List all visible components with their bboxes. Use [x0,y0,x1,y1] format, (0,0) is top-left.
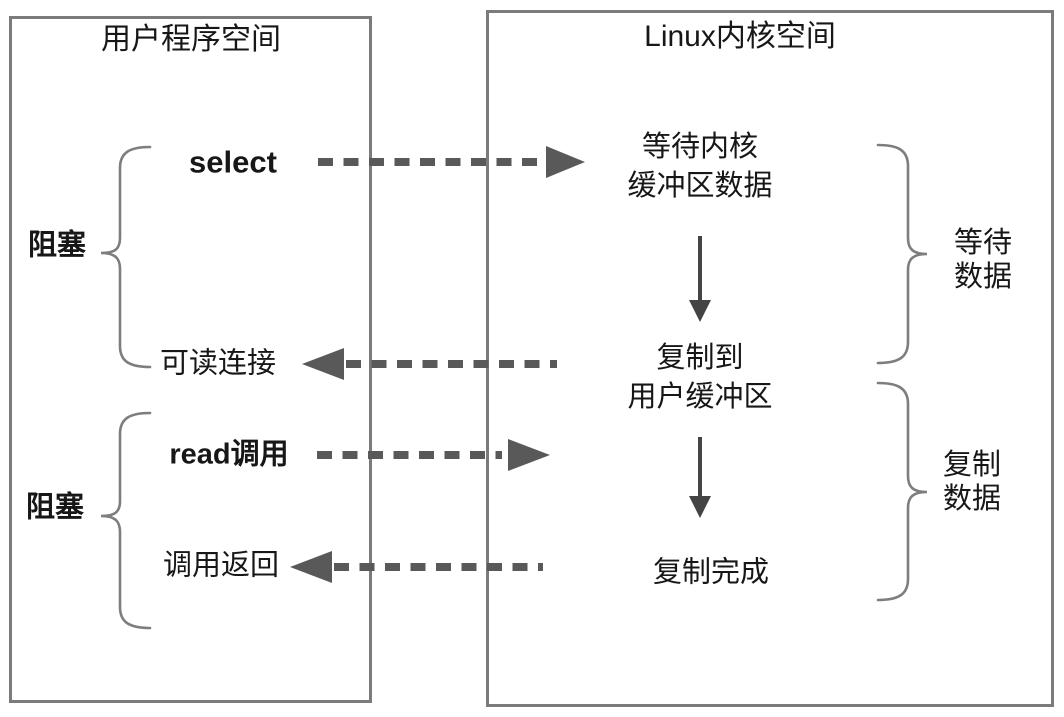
select-label: select [189,144,277,180]
read-call-label: read调用 [169,438,289,471]
call-return-label: 调用返回 [162,549,280,582]
readable-connection-label: 可读连接 [159,347,277,380]
step-copy-done-label: 复制完成 [652,556,770,589]
kernel-space-box [486,10,1054,707]
step-wait-line2: 缓冲区数据 [627,170,773,202]
step-wait-kernel-buffer: 等待内核 缓冲区数据 [627,128,772,206]
wait-data-line1: 等待 [953,227,1013,259]
copy-data-line1: 复制 [942,449,1002,481]
step-copy-line2: 用户缓冲区 [627,381,773,413]
step-copy-line1: 复制到 [656,342,744,374]
copy-data-line2: 数据 [942,483,1002,515]
user-space-title: 用户程序空间 [101,23,281,56]
kernel-space-title: Linux内核空间 [644,20,836,53]
block-label-bottom: 阻塞 [25,491,85,524]
copy-data-brace-label: 复制 数据 [943,448,1001,516]
step-copy-to-user-buffer: 复制到 用户缓冲区 [627,339,772,417]
block-label-top: 阻塞 [27,229,87,262]
wait-data-brace-label: 等待 数据 [954,226,1012,294]
wait-data-line2: 数据 [953,261,1013,293]
step-wait-line1: 等待内核 [641,131,759,163]
